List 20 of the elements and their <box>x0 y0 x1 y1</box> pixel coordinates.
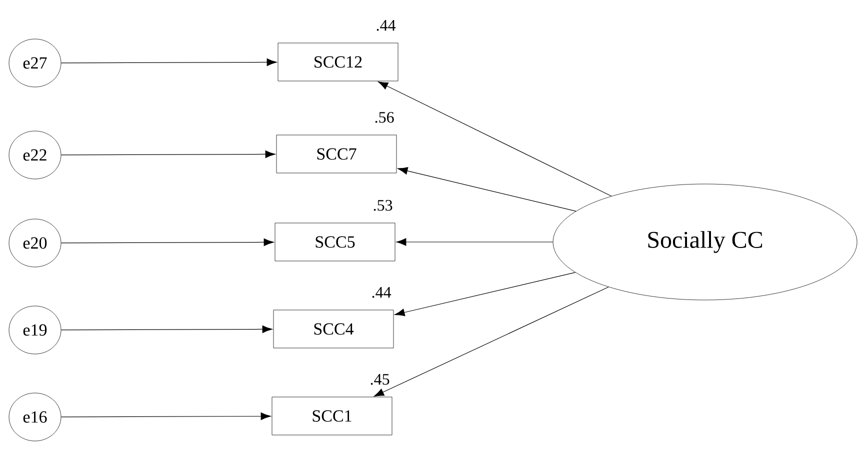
arrow <box>378 81 612 196</box>
arrow <box>60 412 271 420</box>
arrow <box>394 272 576 316</box>
indicator-box: SCC5 <box>274 222 396 262</box>
arrow <box>398 167 576 212</box>
arrow <box>60 325 272 334</box>
indicator-box: SCC1 <box>272 396 392 436</box>
indicator-box: SCC4 <box>273 310 394 348</box>
arrow <box>60 238 274 246</box>
arrow <box>60 58 277 66</box>
arrow <box>396 238 554 246</box>
arrow <box>374 286 609 397</box>
coefficient-label: .56 <box>375 112 394 123</box>
coefficient-label: .45 <box>370 374 390 385</box>
arrow <box>60 150 276 158</box>
indicator-box: SCC12 <box>278 42 398 82</box>
coefficient-label: .44 <box>376 20 396 31</box>
coefficient-label: .53 <box>374 200 392 211</box>
coefficient-label: .44 <box>372 287 392 298</box>
indicator-box: SCC7 <box>276 134 397 174</box>
